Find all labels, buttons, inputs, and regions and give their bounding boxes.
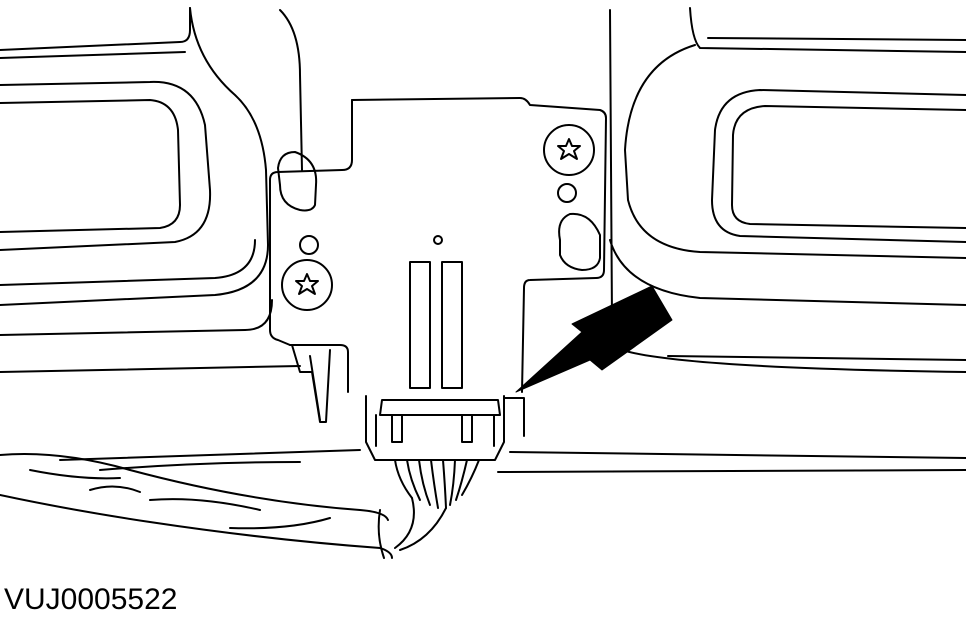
wiring-harness — [0, 454, 392, 558]
line-drawing — [0, 0, 966, 580]
torx-screw-icon — [544, 125, 594, 175]
callout-arrow-icon — [516, 286, 672, 392]
figure-id-label: VUJ0005522 — [4, 583, 178, 616]
electrical-connector — [366, 396, 524, 550]
right-trim-panel — [610, 8, 966, 372]
module-bracket — [270, 98, 606, 422]
floor-trim-lines — [60, 450, 966, 472]
torx-screw-icon — [282, 260, 332, 310]
left-trim-panel — [0, 8, 302, 372]
